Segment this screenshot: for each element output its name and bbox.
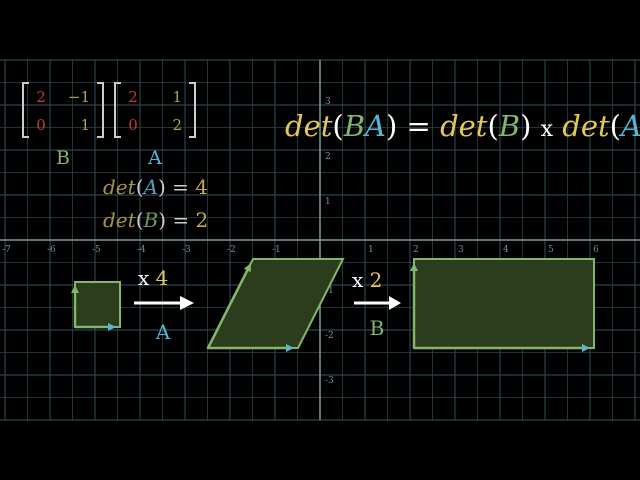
right-arrow-head-icon	[389, 296, 401, 310]
y-tick-label: 2	[325, 152, 331, 162]
parallelogram-after-a	[206, 258, 345, 352]
x-tick-label: -3	[182, 245, 191, 255]
x-tick-label: -6	[47, 245, 56, 255]
unit-square-area	[74, 281, 121, 328]
matrix-a-cell: 0	[128, 116, 138, 134]
matrix-a-cell: 2	[172, 116, 182, 134]
step-a-scale-label: x 4	[138, 266, 168, 290]
determinant-values: det(A) = 4 det(B) = 2	[103, 175, 208, 232]
step-b-scale-label: x 2	[352, 268, 382, 292]
y-tick-label: 1	[325, 197, 331, 207]
parallelogram-area	[206, 258, 345, 349]
det-a-equation: det(A) = 4	[103, 175, 208, 199]
y-tick-label: -1	[325, 286, 334, 296]
x-tick-label: -4	[137, 245, 146, 255]
matrix-b-right-bracket	[97, 82, 104, 138]
matrix-a-right-bracket	[189, 82, 196, 138]
right-arrow-head-icon	[180, 296, 194, 310]
axis-tick-labels: -7 -6 -5 -4 -3 -2 -1 1 2 3 4 5 6 3 2 1 -1 -2 -3	[2, 97, 599, 386]
matrix-a-cell: 1	[172, 88, 182, 106]
matrix-b-label: B	[56, 147, 70, 169]
x-tick-label: 5	[548, 245, 554, 255]
x-tick-label: -2	[227, 245, 236, 255]
matrix-product: 2 −1 0 1 2 1 0 2 B A	[22, 82, 196, 169]
x-tick-label: 6	[593, 245, 599, 255]
y-tick-label: 3	[325, 97, 331, 107]
x-tick-label: -7	[2, 245, 11, 255]
x-tick-label: -1	[272, 245, 281, 255]
coordinate-grid	[0, 59, 640, 421]
rectangle-area	[413, 258, 595, 349]
x-tick-label: 4	[503, 245, 509, 255]
x-tick-label: -5	[92, 245, 101, 255]
matrix-a-label: A	[147, 147, 162, 169]
x-tick-label: 2	[413, 245, 419, 255]
det-b-equation: det(B) = 2	[103, 208, 208, 232]
matrix-b-cell: −1	[68, 88, 90, 106]
x-tick-label: 1	[368, 245, 374, 255]
rectangle-after-ba	[410, 258, 595, 352]
matrix-b-cell: 0	[36, 116, 46, 134]
matrix-b-cell: 1	[80, 116, 90, 134]
matrix-a-cell: 2	[128, 88, 138, 106]
x-tick-label: 3	[458, 245, 464, 255]
matrix-b-cell: 2	[36, 88, 46, 106]
step-a: x 4 A	[134, 266, 194, 344]
step-b: x 2 B	[352, 268, 401, 340]
step-a-matrix-label: A	[155, 320, 171, 344]
determinant-product-equation: det(BA) = det(B) x det(A)	[285, 109, 640, 143]
matrix-b-left-bracket	[22, 82, 29, 138]
matrix-a-left-bracket	[114, 82, 121, 138]
unit-square	[71, 281, 121, 331]
step-b-matrix-label: B	[370, 316, 385, 340]
y-tick-label: -2	[325, 331, 334, 341]
y-tick-label: -3	[325, 376, 334, 386]
j-hat-vector	[206, 263, 252, 349]
